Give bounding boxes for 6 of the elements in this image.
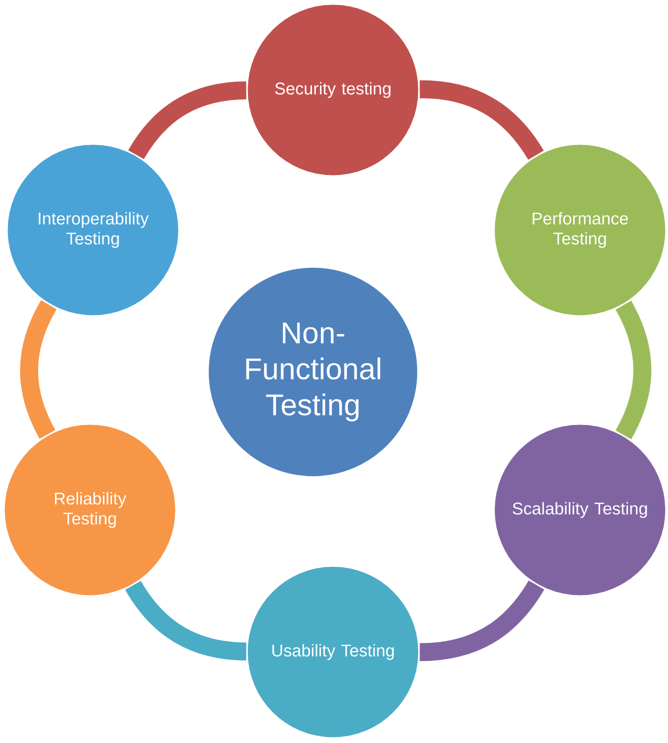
connector-band xyxy=(125,580,247,661)
connector-band xyxy=(128,81,247,160)
connector-band xyxy=(615,300,652,440)
connector-band xyxy=(420,80,544,160)
connector-band xyxy=(20,300,57,439)
connector-band xyxy=(419,580,544,662)
